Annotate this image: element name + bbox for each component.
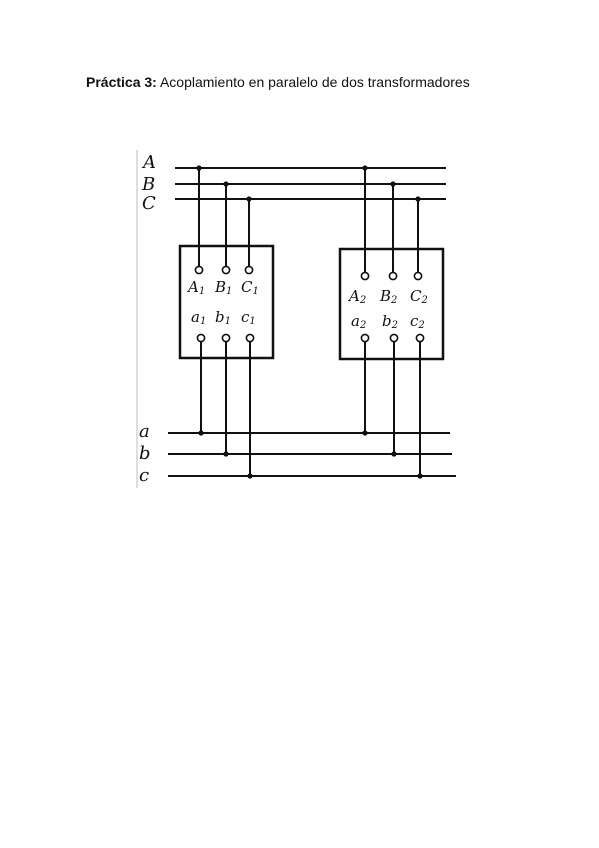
junction-dot xyxy=(362,165,368,171)
junction-dot xyxy=(246,196,252,202)
t1-terminal-b1 xyxy=(221,333,231,343)
junction-dot xyxy=(223,181,229,187)
bus-label-B: B xyxy=(141,174,155,195)
practice-title: Acoplamiento en paralelo de dos transfor… xyxy=(159,74,470,90)
t2-terminal-c2 xyxy=(415,333,425,343)
t1-label-C1: C1 xyxy=(241,278,259,297)
junction-dot xyxy=(362,430,368,436)
t1-label-a1: a1 xyxy=(191,308,206,327)
t2-label-B2: B2 xyxy=(379,287,397,306)
t2-label-b2: b2 xyxy=(382,312,398,331)
t2-terminal-a2 xyxy=(360,333,370,343)
t1-label-B1: B1 xyxy=(214,278,232,297)
junction-dot xyxy=(390,181,396,187)
t1-terminal-c1 xyxy=(245,333,255,343)
t2-label-a2: a2 xyxy=(351,312,366,331)
t2-label-C2: C2 xyxy=(410,287,428,306)
t2-terminal-B2 xyxy=(388,271,398,281)
t1-label-c1: c1 xyxy=(241,308,256,327)
t1-terminal-a1 xyxy=(196,333,206,343)
bus-label-c: c xyxy=(139,465,149,486)
transformer-2-box xyxy=(338,247,445,361)
t1-terminal-C1 xyxy=(244,265,254,275)
practice-label: Práctica 3: xyxy=(86,74,157,90)
junction-dot xyxy=(247,473,253,479)
junction-dot xyxy=(196,165,202,171)
junction-dot xyxy=(198,430,204,436)
page-heading: Práctica 3: Acoplamiento en paralelo de … xyxy=(86,72,470,92)
junction-dot xyxy=(417,473,423,479)
t2-label-A2: A2 xyxy=(347,287,366,306)
t2-terminal-A2 xyxy=(360,271,370,281)
junction-dot xyxy=(415,196,421,202)
t2-label-c2: c2 xyxy=(410,312,425,331)
bus-label-A: A xyxy=(141,152,156,173)
bus-label-b: b xyxy=(139,443,151,464)
t1-label-b1: b1 xyxy=(215,308,231,327)
t1-terminal-A1 xyxy=(194,265,204,275)
junction-dot xyxy=(391,451,397,457)
t2-terminal-b2 xyxy=(389,333,399,343)
t2-terminal-C2 xyxy=(413,271,423,281)
bus-label-C: C xyxy=(142,193,156,214)
junction-dot xyxy=(223,451,229,457)
bus-label-a: a xyxy=(139,421,150,442)
t1-label-A1: A1 xyxy=(186,278,205,297)
t1-terminal-B1 xyxy=(221,265,231,275)
